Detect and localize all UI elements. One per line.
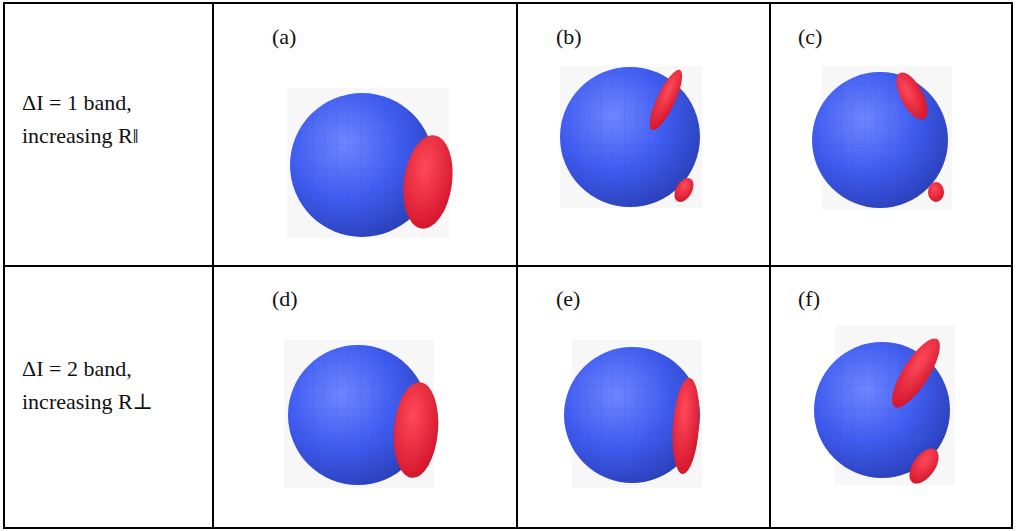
sphere-b — [560, 66, 700, 207]
sphere-c — [812, 68, 948, 208]
table-grid — [4, 3, 1012, 528]
image-ground — [284, 66, 955, 488]
panel-letter: (b) — [556, 20, 616, 53]
sphere-a — [290, 93, 458, 237]
panel-letter: (c) — [798, 20, 858, 53]
panel-letter: (d) — [272, 282, 332, 315]
panel-letter: (a) — [272, 20, 332, 53]
panel-letter: (f) — [798, 282, 858, 315]
sphere-f — [814, 332, 950, 489]
sphere-d — [288, 345, 442, 485]
panel-letter: (e) — [556, 282, 616, 315]
sphere-e — [564, 347, 702, 483]
row-heading: ΔI = 2 band, increasing R⊥ — [22, 352, 207, 418]
row-heading: ΔI = 1 band, increasing R‖ — [22, 86, 207, 152]
